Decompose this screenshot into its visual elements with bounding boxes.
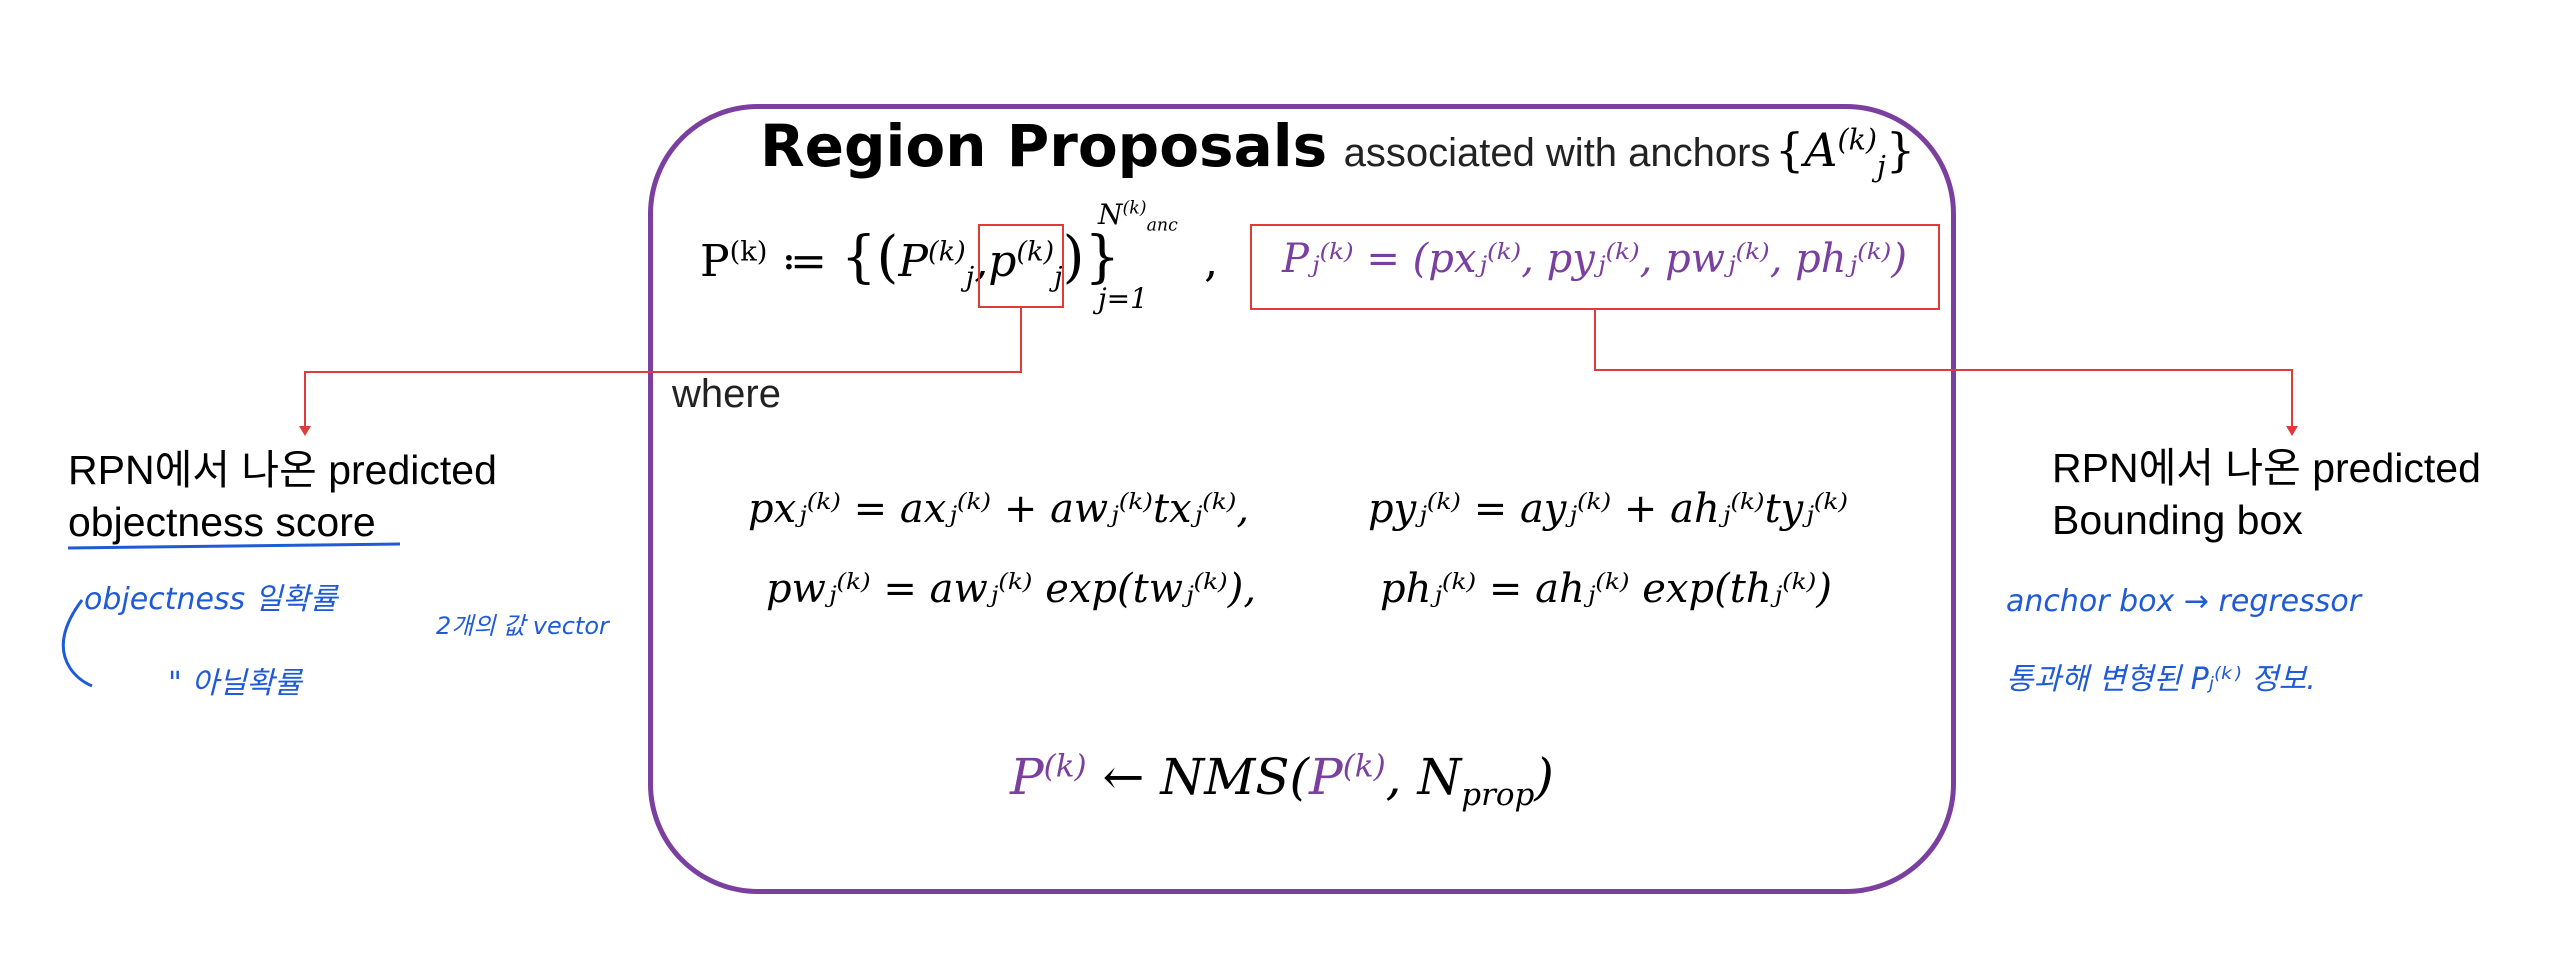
objectness-label: RPN에서 나온 predicted objectness score (68, 444, 497, 548)
handwritten-note-right-2: 통과해 변형된 Pⱼ⁽ᵏ⁾ 정보. (2006, 662, 2316, 697)
handwritten-note-right-1: anchor box → regressor (2006, 584, 2362, 619)
left-connector-line (304, 308, 1022, 428)
anchor-set: {A(k)j} (1774, 123, 1916, 184)
equation-pw: pwⱼ⁽ᵏ⁾ = awⱼ⁽ᵏ⁾ exp(twⱼ⁽ᵏ⁾), (766, 566, 1257, 612)
right-connector-line (1594, 310, 2293, 428)
proposal-set-definition: P(k) ≔ {(P(k)j,p(k)j)}, (700, 225, 1219, 293)
title-bold: Region Proposals (760, 112, 1328, 180)
equation-px: pxⱼ⁽ᵏ⁾ = axⱼ⁽ᵏ⁾ + awⱼ⁽ᵏ⁾txⱼ⁽ᵏ⁾, (748, 486, 1250, 532)
handwritten-note-middle: 2개의 값 vector (436, 612, 609, 640)
objectness-label-line2: objectness score (68, 499, 376, 545)
title-rest: associated with anchors (1343, 131, 1771, 175)
left-arrowhead (299, 426, 311, 436)
bbox-label-line1: RPN에서 나온 predicted (2052, 445, 2481, 491)
handwritten-note-left-2: " 아닐확률 (168, 666, 302, 701)
objectness-label-line1: RPN에서 나온 predicted (68, 447, 497, 493)
equation-ph: phⱼ⁽ᵏ⁾ = ahⱼ⁽ᵏ⁾ exp(thⱼ⁽ᵏ⁾) (1380, 566, 1832, 612)
lower-limit: j=1 (1098, 282, 1148, 315)
upper-limit: N(k)anc (1098, 198, 1178, 236)
where-label: where (672, 372, 781, 416)
handwritten-note-left-1: objectness 일확률 (84, 582, 338, 617)
underline-stroke (67, 542, 401, 550)
objectness-highlight-box (978, 224, 1064, 308)
right-arrowhead (2286, 426, 2298, 436)
formula-frame (648, 104, 1956, 894)
bbox-highlight-box (1250, 224, 1940, 310)
equation-py: pyⱼ⁽ᵏ⁾ = ayⱼ⁽ᵏ⁾ + ahⱼ⁽ᵏ⁾tyⱼ⁽ᵏ⁾ (1368, 486, 1849, 532)
brace-stroke (61, 599, 93, 688)
page-title: Region Proposals associated with anchors… (760, 112, 1915, 202)
bbox-label: RPN에서 나온 predicted Bounding box (2052, 442, 2481, 546)
nms-equation: P(k) ← NMS(P(k), Nprop) (1010, 748, 1554, 813)
bbox-definition: Pⱼ⁽ᵏ⁾ = (pxⱼ⁽ᵏ⁾, pyⱼ⁽ᵏ⁾, pwⱼ⁽ᵏ⁾, phⱼ⁽ᵏ⁾) (1282, 236, 1907, 282)
bbox-label-line2: Bounding box (2052, 497, 2303, 543)
